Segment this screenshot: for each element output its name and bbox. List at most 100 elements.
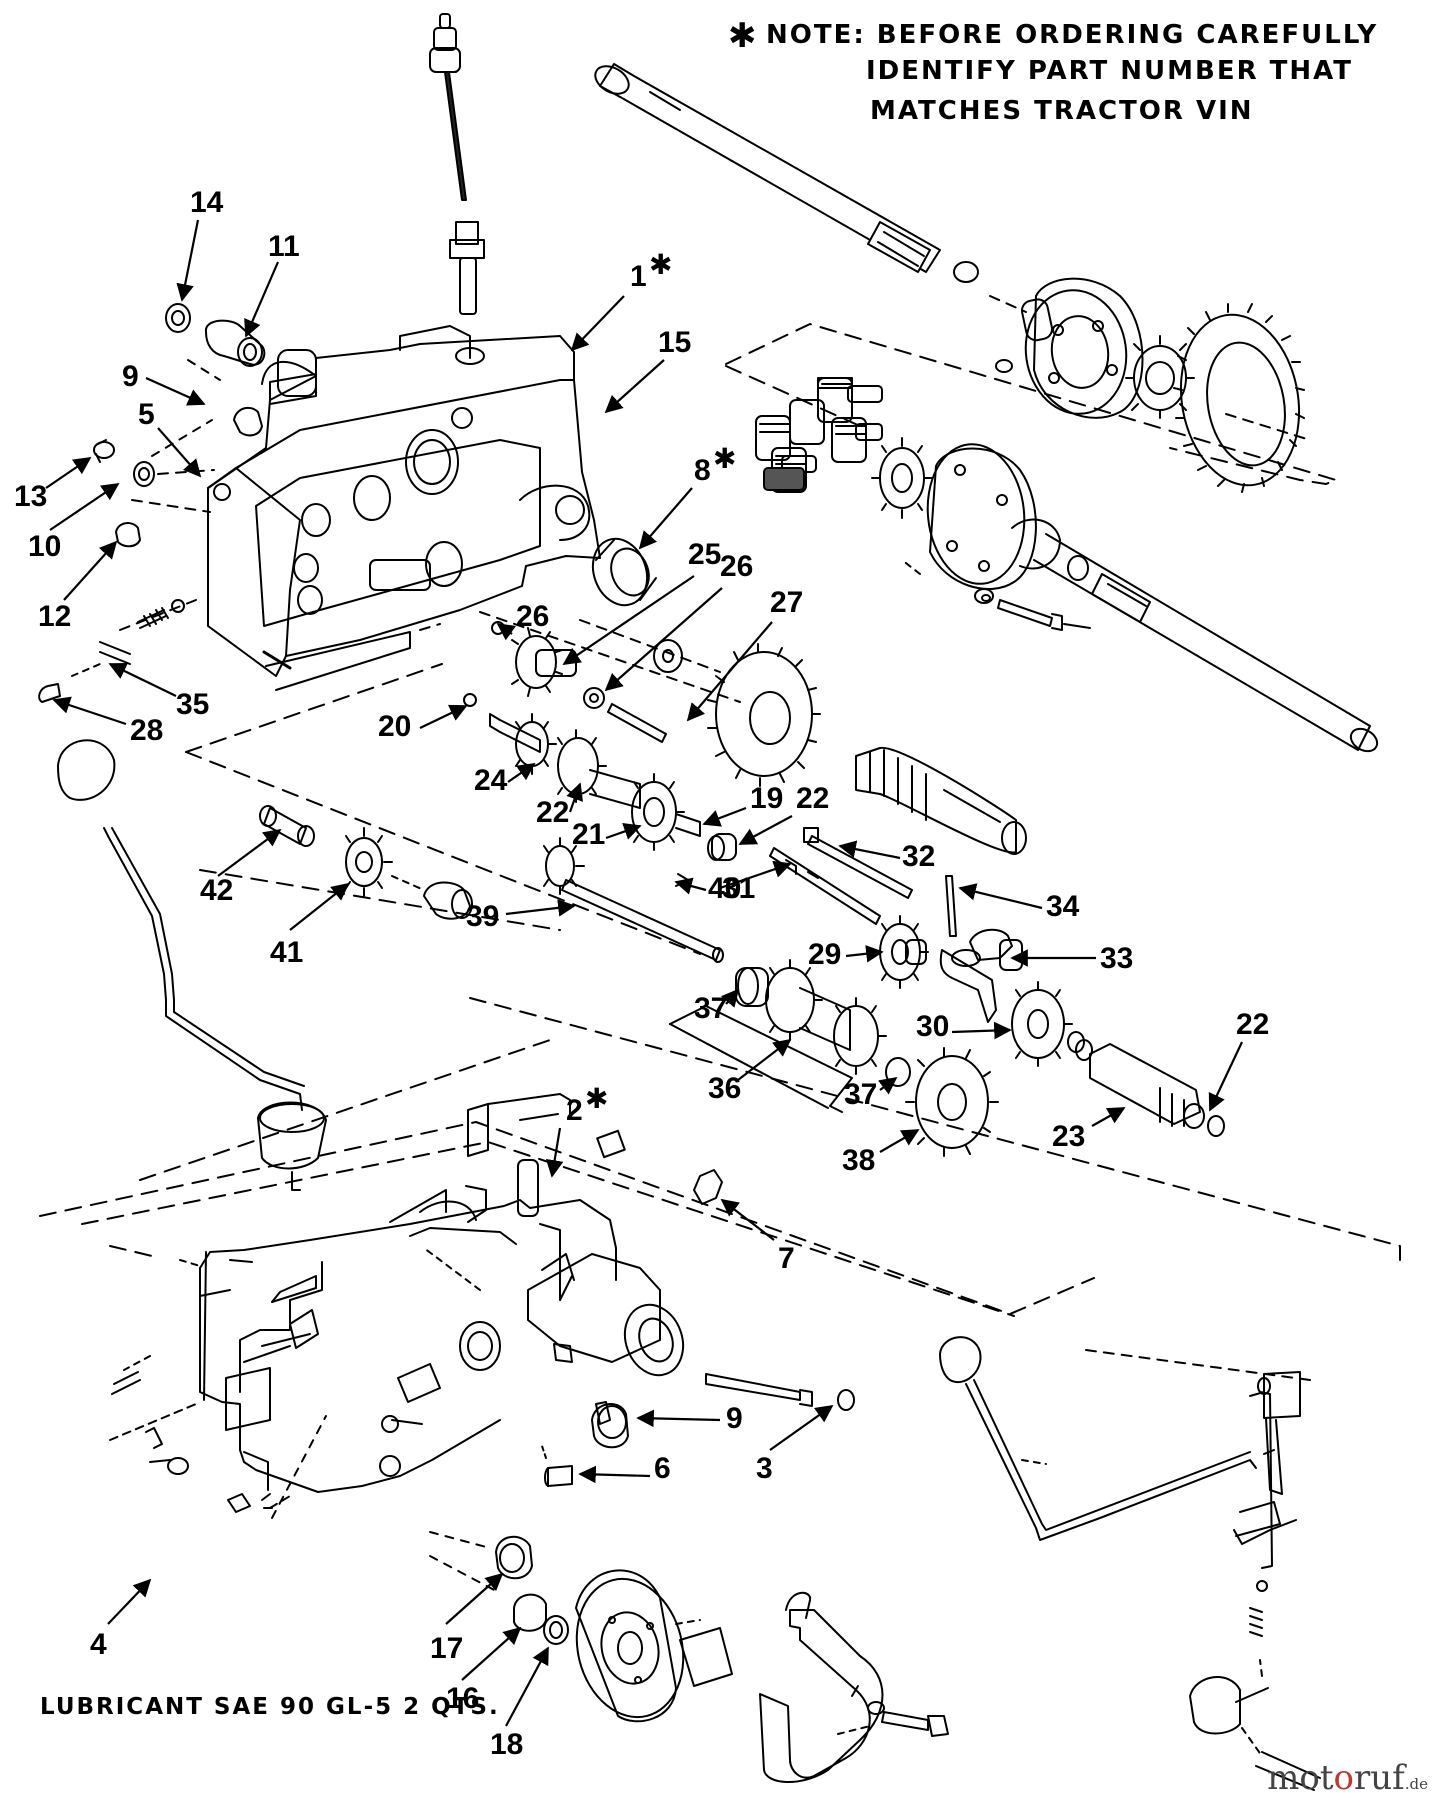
part-number-label: 40	[708, 872, 741, 905]
leader-arrow	[107, 1578, 152, 1625]
leader-arrow	[244, 261, 280, 338]
part-callout-42: 42	[200, 828, 282, 907]
part-number-label: 31	[722, 872, 755, 905]
leader-arrow	[545, 1127, 564, 1178]
part-number-label: 32	[902, 840, 935, 873]
part-number-label: 37	[844, 1078, 877, 1111]
leader-arrow	[566, 782, 583, 813]
leader-arrow	[496, 622, 517, 641]
ring-gear-drawing	[1125, 303, 1311, 493]
part-number-label: 37	[694, 992, 727, 1025]
part-number-label: 15	[658, 326, 691, 359]
leader-arrow	[578, 1465, 651, 1484]
part-callout-13: 13	[14, 457, 92, 513]
part-number-label: 20	[378, 710, 411, 743]
upper-case-drawing	[207, 325, 601, 691]
part-callout-9b: 9	[636, 1402, 743, 1435]
part-callout-39: 39	[466, 899, 576, 933]
input-shaft-drawing	[463, 693, 737, 861]
part-callout-5: 5	[138, 398, 202, 478]
part-number-label: 1	[630, 260, 647, 293]
leader-arrow	[63, 540, 118, 601]
part-number-label: 38	[842, 1144, 875, 1177]
part-number-label: 14	[190, 186, 224, 219]
leader-arrow	[738, 815, 793, 845]
part-number-label: 22	[536, 796, 569, 829]
part-callout-22b: 22	[738, 782, 829, 845]
part-callout-35: 35	[108, 662, 209, 721]
site-watermark: motoruf.de	[1267, 1758, 1428, 1798]
part-number-label: 7	[778, 1242, 795, 1275]
part-callout-17: 17	[430, 1572, 504, 1665]
part-callout-23: 23	[1052, 1107, 1126, 1153]
part-number-label: 9	[726, 1402, 743, 1435]
part-callout-20: 20	[378, 704, 468, 743]
part-callout-27: 27	[686, 586, 803, 722]
lower-case-drawing	[109, 1093, 685, 1519]
part-number-label: 33	[1100, 942, 1133, 975]
part-number-label: 6	[654, 1452, 671, 1485]
part-callout-2: 2✱	[545, 1082, 608, 1178]
watermark-suffix: ruf	[1354, 1758, 1405, 1798]
leader-arrow	[289, 882, 350, 931]
part-number-label: 2	[566, 1094, 583, 1127]
lubricant-spec: LUBRICANT SAE 90 GL-5 2 QTS.	[40, 1694, 500, 1720]
brake-drum-drawing	[575, 1569, 685, 1723]
part-number-label: 19	[750, 782, 783, 815]
output-shaft-drawing	[1075, 1039, 1225, 1137]
part-callout-15: 15	[604, 326, 691, 414]
part-callout-24: 24	[474, 762, 536, 797]
leader-arrow	[838, 840, 901, 860]
leader-arrow	[419, 704, 468, 729]
leader-arrow	[570, 295, 625, 352]
leader-arrow	[108, 662, 177, 697]
idler-gear-drawing	[259, 805, 473, 920]
sliding-gears-drawing	[879, 915, 1085, 1067]
leader-arrow	[604, 359, 665, 414]
shift-fork-drawing	[939, 928, 1023, 1023]
leader-arrow	[638, 487, 693, 550]
leader-arrow	[1208, 1041, 1243, 1112]
leader-arrow	[505, 899, 576, 917]
part-number-label: 12	[38, 600, 71, 633]
leader-arrow	[45, 457, 92, 489]
part-number-label: 29	[808, 938, 841, 971]
part-callout-29: 29	[808, 938, 884, 971]
differential-cup-drawing	[995, 277, 1144, 419]
leader-arrow	[562, 575, 695, 665]
part-callout-30: 30	[916, 1010, 1012, 1043]
part-number-label: 18	[490, 1728, 523, 1761]
leader-arrow	[721, 988, 740, 1008]
asterisk-marker: ✱	[649, 248, 672, 281]
dipstick-drawing	[429, 13, 485, 315]
part-callout-11: 11	[244, 230, 300, 338]
part-number-label: 36	[708, 1072, 741, 1105]
seal-drawing	[591, 537, 657, 607]
leader-arrow	[719, 860, 792, 890]
bevel-gear-drawing	[871, 437, 933, 519]
watermark-dot: o	[1333, 1758, 1355, 1798]
part-number-label: 25	[688, 538, 721, 571]
leader-arrow	[49, 483, 120, 531]
part-callout-21: 21	[572, 818, 642, 851]
part-callout-26b: 26	[604, 550, 753, 692]
part-number-label: 41	[270, 936, 303, 969]
part-number-label: 30	[916, 1010, 949, 1043]
asterisk-marker: ✱	[713, 442, 736, 475]
watermark-prefix: mot	[1267, 1758, 1334, 1798]
part-callout-22c: 22	[1208, 1008, 1269, 1112]
carrier-drawing	[901, 443, 1379, 753]
leader-arrow	[505, 1646, 549, 1727]
part-callout-37a: 37	[694, 988, 740, 1025]
part-number-label: 10	[28, 530, 61, 563]
part-callout-18: 18	[490, 1646, 549, 1761]
part-callout-8: 8✱	[638, 442, 736, 550]
leader-arrow	[737, 1038, 792, 1081]
leader-arrow	[720, 1198, 775, 1241]
part-callout-16: 16	[446, 1626, 522, 1715]
part-callout-34: 34	[958, 883, 1080, 923]
part-number-label: 3	[756, 1452, 773, 1485]
part-callout-26a: 26	[496, 600, 549, 641]
leader-arrow	[507, 762, 536, 783]
